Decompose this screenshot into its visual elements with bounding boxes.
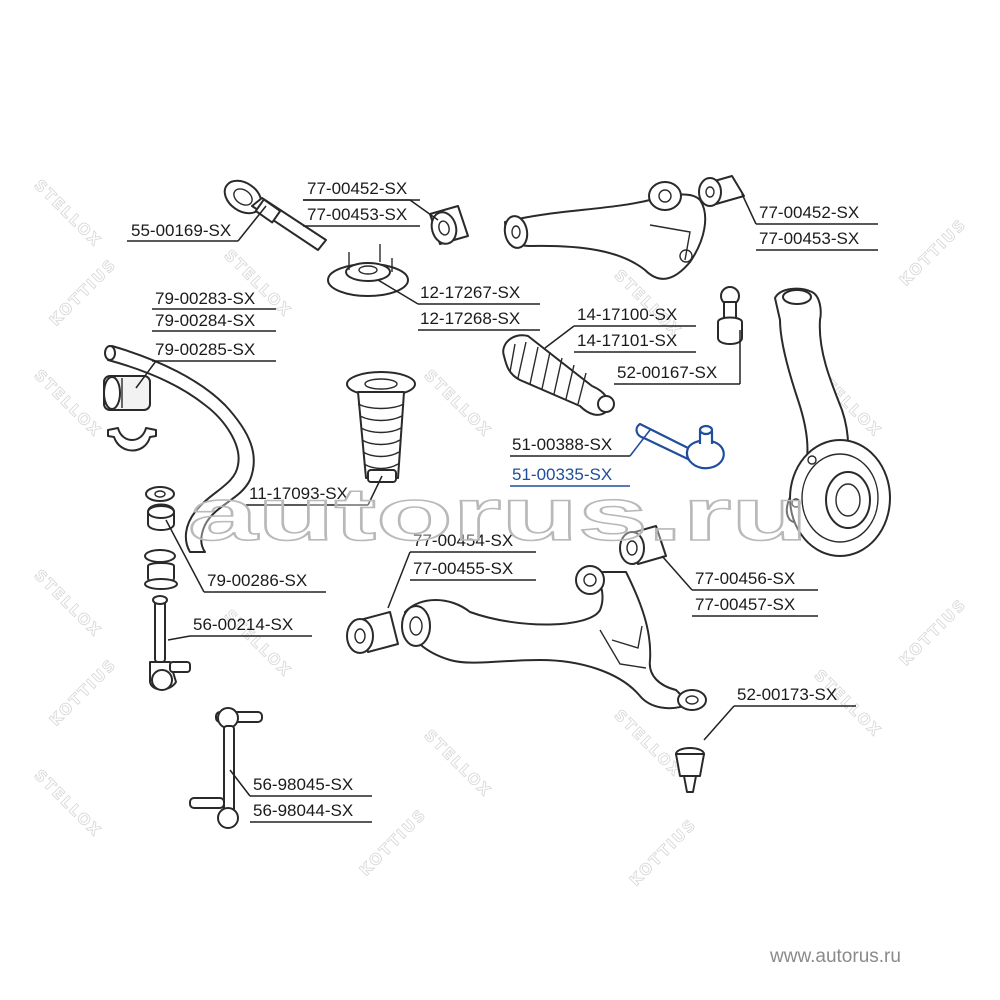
label-77-00453-right[interactable]: 77-00453-SX (759, 229, 859, 248)
label-56-00214[interactable]: 56-00214-SX (193, 615, 293, 634)
steering-knuckle-part[interactable] (774, 287, 891, 557)
label-14-17101[interactable]: 14-17101-SX (577, 331, 677, 350)
lower-ball-joint-part[interactable] (675, 747, 705, 793)
label-56-98045[interactable]: 56-98045-SX (253, 775, 353, 794)
label-77-00452-right[interactable]: 77-00452-SX (759, 203, 859, 222)
lower-control-arm-part[interactable] (401, 565, 707, 711)
label-56-98044[interactable]: 56-98044-SX (253, 801, 353, 820)
upper-arm-bushing-right-part[interactable] (698, 175, 745, 207)
label-79-00285[interactable]: 79-00285-SX (155, 340, 255, 359)
site-watermark-footer: www.autorus.ru (769, 946, 901, 967)
tie-rod-end-part[interactable] (635, 422, 725, 470)
label-79-00283[interactable]: 79-00283-SX (155, 289, 255, 308)
leader-lines (127, 193, 878, 823)
wm-brand-14: KOTTIUS (46, 655, 120, 729)
label-51-00335-highlighted[interactable]: 51-00335-SX (512, 465, 612, 484)
upper-control-arm-part[interactable] (502, 181, 707, 280)
wm-brand-10: STELLOX (611, 706, 686, 781)
inner-tie-rod-part[interactable] (219, 174, 327, 251)
label-11-17093[interactable]: 11-17093-SX (249, 484, 348, 503)
stabilizer-link-part[interactable] (149, 595, 191, 691)
wm-brand-13: KOTTIUS (46, 255, 120, 329)
steering-rack-boot-part[interactable] (502, 334, 615, 416)
wm-brand-8: STELLOX (421, 726, 496, 801)
label-14-17100[interactable]: 14-17100-SX (577, 305, 677, 324)
label-77-00457[interactable]: 77-00457-SX (695, 595, 795, 614)
stabilizer-bushing-part[interactable] (103, 375, 151, 411)
label-79-00286[interactable]: 79-00286-SX (207, 571, 307, 590)
wm-brand-1: STELLOX (31, 176, 106, 251)
wm-brand-2: STELLOX (31, 366, 106, 441)
label-77-00453-top[interactable]: 77-00453-SX (307, 205, 407, 224)
label-12-17268[interactable]: 12-17268-SX (420, 309, 520, 328)
stabilizer-bar-part[interactable] (104, 345, 255, 553)
upper-ball-joint-part[interactable] (717, 286, 743, 345)
stabilizer-link-bushing-kit-part[interactable] (144, 486, 178, 590)
wm-brand-16: KOTTIUS (626, 815, 700, 889)
label-77-00455[interactable]: 77-00455-SX (413, 559, 513, 578)
label-52-00173[interactable]: 52-00173-SX (737, 685, 837, 704)
label-52-00167[interactable]: 52-00167-SX (617, 363, 717, 382)
site-watermark-center: autorus.ru (188, 473, 808, 556)
wm-brand-4: STELLOX (31, 766, 106, 841)
wm-brand-9: STELLOX (611, 266, 686, 341)
label-77-00454[interactable]: 77-00454-SX (413, 531, 513, 550)
wm-brand-17: KOTTIUS (896, 215, 970, 289)
label-12-17267[interactable]: 12-17267-SX (420, 283, 520, 302)
label-77-00452-top[interactable]: 77-00452-SX (307, 179, 407, 198)
strut-boot-part[interactable] (346, 371, 416, 483)
label-55-00169[interactable]: 55-00169-SX (131, 221, 231, 240)
label-79-00284[interactable]: 79-00284-SX (155, 311, 255, 330)
strut-mount-part[interactable] (327, 244, 409, 297)
wm-brand-7: STELLOX (421, 366, 496, 441)
lower-arm-bushing-front-part[interactable] (346, 611, 399, 654)
label-77-00456[interactable]: 77-00456-SX (695, 569, 795, 588)
wm-brand-3: STELLOX (31, 566, 106, 641)
label-51-00388[interactable]: 51-00388-SX (512, 435, 612, 454)
part-labels: 55-00169-SX 77-00452-SX 77-00453-SX 12-1… (131, 179, 859, 820)
wm-brand-18: KOTTIUS (896, 595, 970, 669)
stabilizer-bracket-part[interactable] (107, 427, 157, 452)
upper-arm-bushing-left-part[interactable] (428, 205, 469, 247)
lower-arm-bushing-rear-part[interactable] (619, 525, 667, 565)
stabilizer-link-long-part[interactable] (189, 707, 263, 829)
wm-brand-15: KOTTIUS (356, 805, 430, 879)
